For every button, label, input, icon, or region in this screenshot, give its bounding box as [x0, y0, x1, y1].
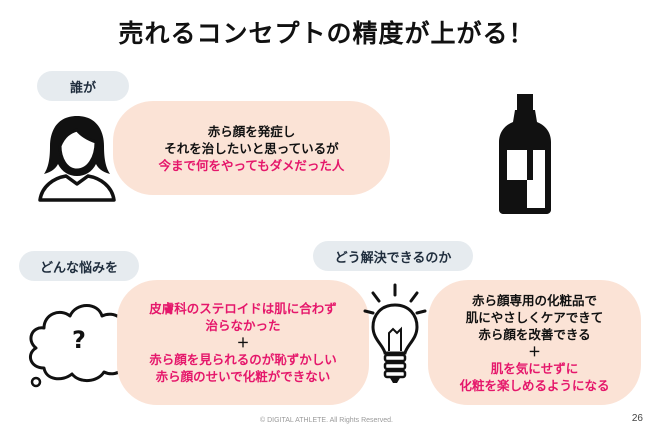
page-number: 26: [631, 413, 643, 424]
worry-bubble: 皮膚科のステロイドは肌に合わず 治らなかった ＋ 赤ら顔を見られるのが恥ずかしい…: [117, 280, 369, 405]
who-line-1: 赤ら顔を発症し: [207, 123, 296, 139]
who-line-2: それを治したいと思っているが: [164, 140, 339, 156]
worry-line-3: 赤ら顔を見られるのが恥ずかしい: [149, 352, 337, 367]
worry-line-2: 治らなかった: [205, 318, 281, 333]
worry-line-4: 赤ら顔のせいで化粧ができない: [155, 369, 331, 384]
solve-plus: ＋: [528, 343, 541, 359]
cloud-question-mark: ?: [72, 326, 86, 354]
worry-line-1: 皮膚科のステロイドは肌に合わず: [149, 301, 337, 316]
label-who: 誰が: [37, 71, 129, 101]
label-worry: どんな悩みを: [19, 251, 139, 281]
person-icon: [38, 116, 116, 202]
solve-line-4: 肌を気にせずに: [490, 360, 579, 376]
page-title: 売れるコンセプトの精度が上がる！: [118, 19, 535, 48]
solve-bubble: 赤ら顔専用の化粧品で 肌にやさしくケアできて 赤ら顔を改善できる ＋ 肌を気にせ…: [428, 280, 641, 405]
bottle-icon: [499, 94, 551, 214]
label-solve: どう解決できるのか: [313, 241, 473, 271]
lightbulb-icon: [363, 283, 427, 383]
copyright-footer: © DIGITAL ATHLETE. All Rights Reserved.: [259, 417, 393, 424]
solve-line-1: 赤ら顔専用の化粧品で: [471, 292, 597, 308]
who-line-3: 今まで何をやってもダメだった人: [158, 157, 345, 173]
solve-line-2: 肌にやさしくケアできて: [465, 309, 604, 325]
worry-plus: ＋: [236, 335, 250, 350]
who-bubble: 赤ら顔を発症し それを治したいと思っているが 今まで何をやってもダメだった人: [113, 101, 390, 195]
thought-cloud-icon: ?: [22, 290, 140, 390]
solve-line-5: 化粧を楽しめるようになる: [459, 377, 610, 393]
solve-line-3: 赤ら顔を改善できる: [478, 326, 591, 342]
